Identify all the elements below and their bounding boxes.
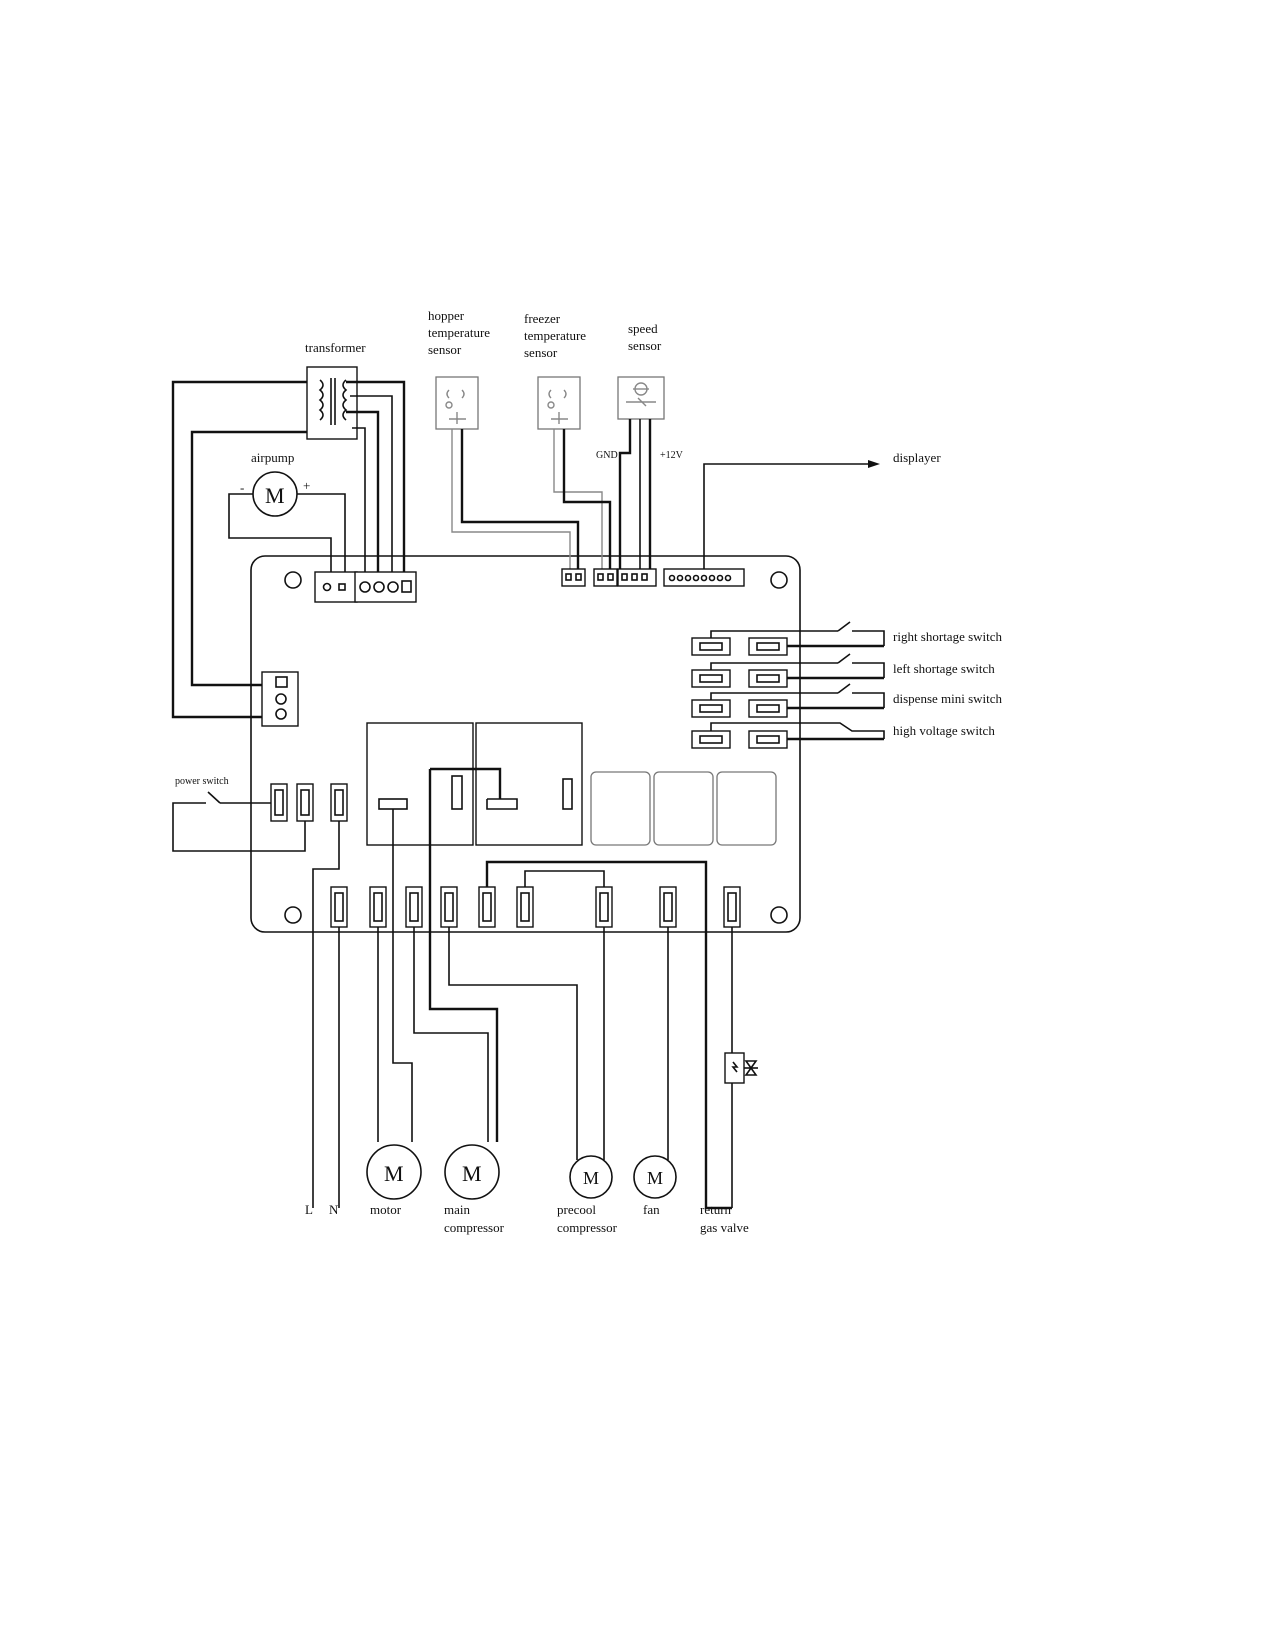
freezer-sensor [537,376,581,430]
hopper-sensor [435,376,479,430]
airpump-connector [314,571,358,603]
svg-text:L: L [305,1202,313,1217]
speed-sensor-label: speed sensor [628,321,662,353]
svg-text:sensor: sensor [428,342,462,357]
svg-text:M: M [462,1161,482,1186]
svg-text:return: return [700,1202,732,1217]
svg-text:right shortage switch: right shortage switch [893,629,1003,644]
precool-compressor-symbol: M [569,1155,613,1199]
transformer-wires [171,380,406,719]
speed-sensor [617,376,665,420]
motor-symbol: M [366,1144,422,1200]
gnd-label: GND [596,450,618,461]
displayer-wire [703,463,868,569]
svg-text:sensor: sensor [628,338,662,353]
side-connector [261,671,299,727]
relay-small [590,771,777,846]
relay-large [366,722,583,846]
fan-symbol: M [633,1155,677,1199]
transformer-label: transformer [305,340,366,355]
power-switch-label: power switch [175,776,229,787]
svg-text:dispense mini switch: dispense mini switch [893,691,1003,706]
transformer-connector [354,571,417,603]
sensor-wires [451,419,652,573]
svg-text:compressor: compressor [557,1220,618,1235]
plus12v-label: +12V [660,450,684,461]
svg-text:freezer: freezer [524,311,561,326]
svg-text:M: M [647,1168,663,1188]
switch-wires [710,621,885,741]
svg-text:high voltage switch: high voltage switch [893,723,995,738]
svg-text:temperature: temperature [428,325,490,340]
svg-text:+: + [303,478,310,493]
switch-terminals [691,637,788,749]
power-terminals [270,783,348,822]
airpump-motor: M - + [240,471,310,517]
control-board [250,555,801,933]
svg-text:fan: fan [643,1202,660,1217]
displayer-arrow [868,460,880,468]
power-switch-wires [172,791,340,1208]
transformer-symbol [306,366,358,440]
freezer-sensor-label: freezer temperature sensor [524,311,586,360]
main-compressor-symbol: M [444,1144,500,1200]
svg-text:M: M [583,1168,599,1188]
bottom-wires [377,860,733,1210]
svg-text:compressor: compressor [444,1220,505,1235]
svg-text:left shortage switch: left shortage switch [893,661,995,676]
mount-hole-br [770,906,788,924]
svg-text:hopper: hopper [428,308,465,323]
svg-text:M: M [384,1161,404,1186]
relay-wires [392,767,502,1142]
svg-text:gas valve: gas valve [700,1220,749,1235]
svg-text:speed: speed [628,321,658,336]
sensor-connectors [561,568,657,587]
displayer-connector [663,568,745,587]
svg-text:-: - [240,480,244,495]
switch-labels: right shortage switch left shortage swit… [893,629,1003,738]
mount-hole-bl [284,906,302,924]
svg-text:main: main [444,1202,470,1217]
mount-hole-tl [284,571,302,589]
svg-text:sensor: sensor [524,345,558,360]
svg-text:precool: precool [557,1202,596,1217]
svg-text:M: M [265,483,285,508]
svg-text:temperature: temperature [524,328,586,343]
airpump-wires [228,493,346,586]
return-gas-valve-symbol [724,1052,758,1084]
mount-hole-tr [770,571,788,589]
displayer-label: displayer [893,450,941,465]
svg-text:N: N [329,1202,339,1217]
bottom-labels: L N motor main compressor precool compre… [305,1202,749,1235]
hopper-sensor-label: hopper temperature sensor [428,308,490,357]
airpump-label: airpump [251,450,294,465]
svg-text:motor: motor [370,1202,402,1217]
